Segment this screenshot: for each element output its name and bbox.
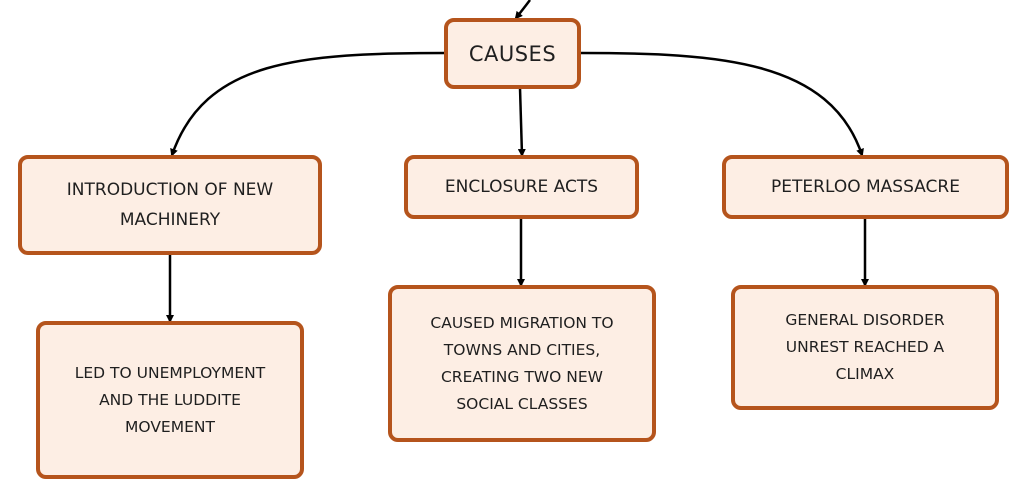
incoming-edge — [514, 0, 531, 20]
effect-node-migration: CAUSED MIGRATION TO TOWNS AND CITIES, CR… — [388, 285, 656, 442]
edge-root-to-enclosure — [517, 87, 526, 157]
effect-node-unemployment: LED TO UNEMPLOYMENT AND THE LUDDITE MOVE… — [36, 321, 304, 479]
branch-node-label: ENCLOSURE ACTS — [444, 177, 599, 197]
effect-node-label: LED TO UNEMPLOYMENT AND THE LUDDITE MOVE… — [74, 363, 266, 436]
edge-root-to-machinery — [170, 51, 447, 157]
effect-node-label: CAUSED MIGRATION TO TOWNS AND CITIES, CR… — [430, 313, 614, 413]
edge-root-to-peterloo — [579, 51, 864, 157]
branch-node-peterloo: PETERLOO MASSACRE — [722, 155, 1009, 219]
effect-node-disorder: GENERAL DISORDER UNREST REACHED A CLIMAX — [731, 285, 999, 410]
branch-node-enclosure-acts: ENCLOSURE ACTS — [404, 155, 639, 219]
branch-node-machinery: INTRODUCTION OF NEW MACHINERY — [18, 155, 322, 255]
root-node-label: CAUSES — [468, 41, 557, 66]
branch-node-label: INTRODUCTION OF NEW MACHINERY — [66, 180, 274, 230]
effect-node-label: GENERAL DISORDER UNREST REACHED A CLIMAX — [785, 311, 945, 383]
branch-node-label: PETERLOO MASSACRE — [771, 177, 960, 197]
root-node-causes: CAUSES — [444, 18, 581, 89]
